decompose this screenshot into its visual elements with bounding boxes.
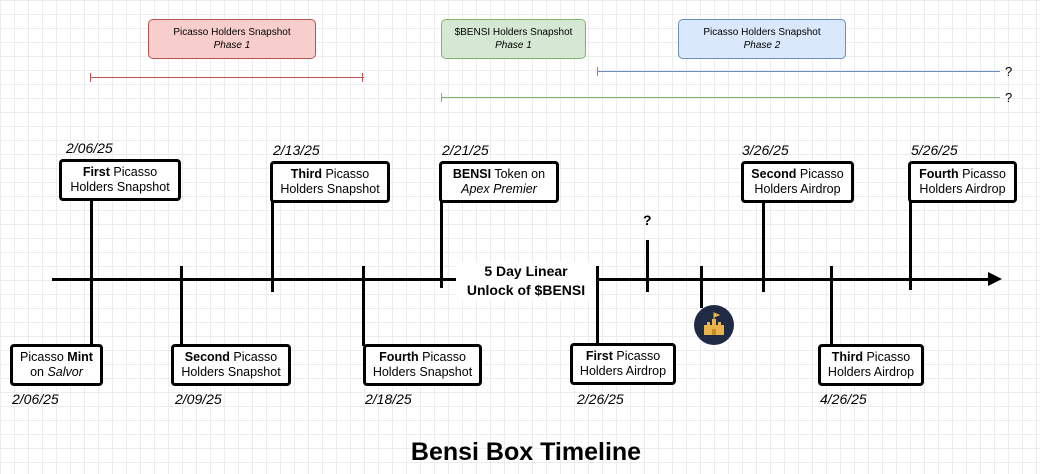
event-line-2: Holders Airdrop xyxy=(919,182,1006,196)
stem xyxy=(440,196,443,288)
stem xyxy=(909,196,912,290)
event-date: 2/06/25 xyxy=(66,140,113,156)
event-line-1: Second Picasso xyxy=(174,350,288,365)
event-keyword: BENSI xyxy=(452,167,492,181)
phase-subtitle: Phase 1 xyxy=(213,40,251,51)
event-line-1: Third Picasso xyxy=(821,350,921,365)
event-date: 5/26/25 xyxy=(911,142,958,158)
event-box: Third Picasso Holders Airdrop xyxy=(818,344,924,386)
event-text: Picasso xyxy=(958,167,1006,181)
event-text: on xyxy=(30,365,48,379)
event-text: Picasso xyxy=(863,350,911,364)
phase-title: Picasso Holders Snapshot xyxy=(173,27,291,38)
event-line-2: Holders Airdrop xyxy=(827,365,915,379)
event-line-2: Holders Airdrop xyxy=(579,364,667,378)
event-text: Picasso xyxy=(20,350,68,364)
event-line-1: Second Picasso xyxy=(744,167,851,182)
phase-box-bensi-1: $BENSI Holders Snapshot Phase 1 xyxy=(441,19,586,59)
event-text: Picasso xyxy=(109,165,158,179)
event-box: First Picasso Holders Snapshot xyxy=(59,159,181,201)
stem xyxy=(646,240,649,292)
event-text: Picasso xyxy=(418,350,466,364)
event-date: 3/26/25 xyxy=(742,142,789,158)
open-end-mark: ? xyxy=(1005,64,1013,79)
event-line-2: Holders Snapshot xyxy=(70,180,170,194)
stem xyxy=(271,196,274,292)
event-line-2: Holders Snapshot xyxy=(372,365,473,379)
event-box: Fourth Picasso Holders Snapshot xyxy=(363,344,482,386)
phase-range-green xyxy=(441,93,1000,102)
phase-range-red xyxy=(90,73,364,82)
event-line-1: Fourth Picasso xyxy=(366,350,479,365)
event-text: Picasso xyxy=(322,167,370,181)
event-box: Picasso Mint on Salvor xyxy=(10,344,103,386)
event-text: Token on xyxy=(491,167,546,181)
event-line-2: on Salvor xyxy=(13,365,100,380)
event-date: 2/13/25 xyxy=(273,142,320,158)
event-keyword: Fourth xyxy=(379,350,419,364)
stem xyxy=(596,266,599,346)
event-text: Picasso xyxy=(229,350,278,364)
phase-title: Picasso Holders Snapshot xyxy=(703,27,821,38)
phase-subtitle: Phase 1 xyxy=(495,40,532,51)
event-line-1: Fourth Picasso xyxy=(911,167,1014,182)
event-date: 2/26/25 xyxy=(577,391,624,407)
event-box: First Picasso Holders Airdrop xyxy=(570,343,676,385)
event-line-1: First Picasso xyxy=(62,165,178,180)
phase-title: $BENSI Holders Snapshot xyxy=(454,27,573,38)
event-text: Picasso xyxy=(612,349,661,363)
event-line-2: Holders Snapshot xyxy=(181,365,281,379)
sandcastle-badge-icon xyxy=(694,305,734,345)
event-venue: Salvor xyxy=(47,365,83,379)
event-date: 2/09/25 xyxy=(175,391,222,407)
event-line-2: Holders Airdrop xyxy=(754,182,841,196)
phase-box-picasso-1: Picasso Holders Snapshot Phase 1 xyxy=(148,19,316,59)
stem xyxy=(180,266,183,346)
event-text: Picasso xyxy=(796,167,844,181)
event-keyword: First xyxy=(82,165,110,179)
event-keyword: Second xyxy=(184,350,230,364)
stem xyxy=(762,196,765,292)
event-line-1: First Picasso xyxy=(573,349,673,364)
event-keyword: Second xyxy=(751,167,797,181)
phase-range-blue xyxy=(597,67,1000,76)
event-keyword: Mint xyxy=(67,350,93,364)
arrow-right-icon xyxy=(988,272,1002,286)
stem xyxy=(90,196,93,346)
open-end-mark: ? xyxy=(1005,90,1013,105)
stem xyxy=(830,266,833,346)
event-line-1: Picasso Mint xyxy=(13,350,100,365)
event-keyword: First xyxy=(585,349,613,363)
event-date: 2/18/25 xyxy=(365,391,412,407)
event-keyword: Fourth xyxy=(919,167,959,181)
unlock-label: 5 Day Linear Unlock of $BENSI xyxy=(456,262,596,300)
event-line-1: BENSI Token on xyxy=(442,167,556,182)
event-box: Second Picasso Holders Snapshot xyxy=(171,344,291,386)
event-box: BENSI Token on Apex Premier xyxy=(439,161,559,203)
event-venue: Apex Premier xyxy=(461,182,537,196)
event-keyword: Third xyxy=(831,350,863,364)
phase-subtitle: Phase 2 xyxy=(743,40,781,51)
event-box: Second Picasso Holders Airdrop xyxy=(741,161,854,203)
event-keyword: Third xyxy=(290,167,322,181)
stem xyxy=(700,266,703,308)
event-date: 2/21/25 xyxy=(442,142,489,158)
diagram-title: Bensi Box Timeline xyxy=(410,438,642,466)
event-date: 2/06/25 xyxy=(12,391,59,407)
phase-box-picasso-2: Picasso Holders Snapshot Phase 2 xyxy=(678,19,846,59)
event-line-2: Apex Premier xyxy=(442,182,556,197)
unlock-line-2: Unlock of $BENSI xyxy=(466,282,586,298)
stem xyxy=(362,266,365,346)
event-date: 4/26/25 xyxy=(820,391,867,407)
event-line-2: Holders Snapshot xyxy=(280,182,380,196)
event-line-1: Third Picasso xyxy=(273,167,387,182)
event-box: Fourth Picasso Holders Airdrop xyxy=(908,161,1017,203)
unknown-marker: ? xyxy=(643,212,652,228)
unlock-line-1: 5 Day Linear xyxy=(484,263,568,279)
event-box: Third Picasso Holders Snapshot xyxy=(270,161,390,203)
